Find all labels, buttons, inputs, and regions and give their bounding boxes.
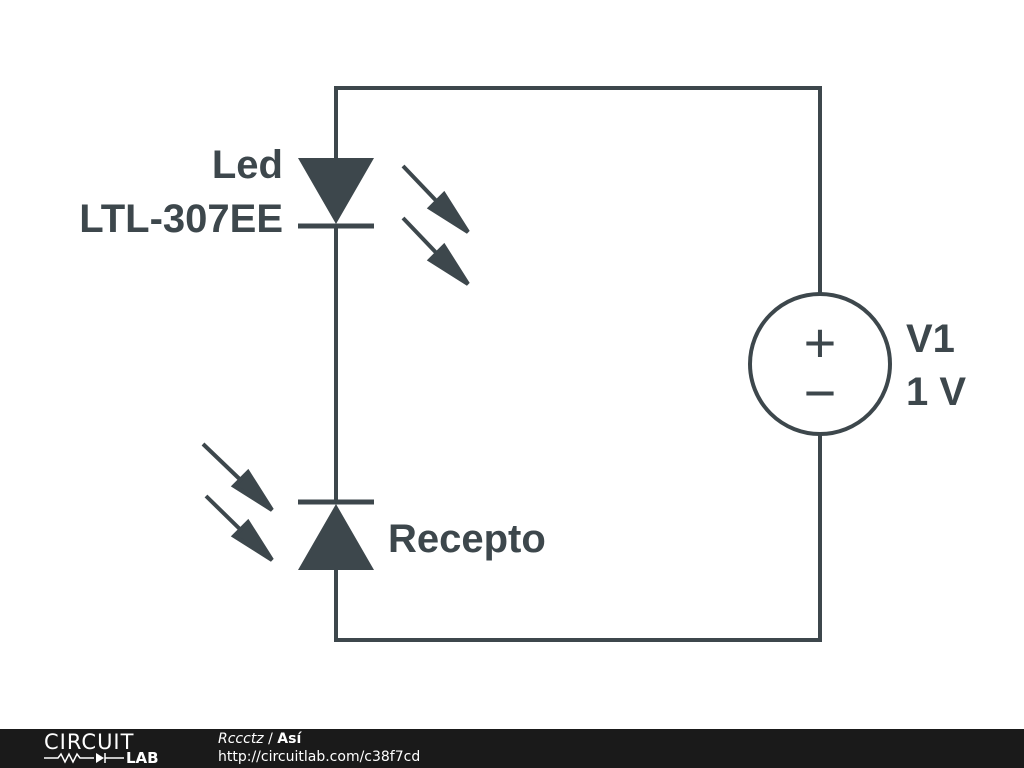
- circuit-title[interactable]: Así: [277, 731, 302, 747]
- footer-bar: CIRCUIT LAB Rccctz / Así http://circuitl…: [0, 729, 1024, 768]
- led-triangle: [298, 158, 374, 224]
- voltage-source-circle: [748, 292, 892, 436]
- circuit-attribution: Rccctz / Así: [218, 731, 301, 748]
- resistor-diode-logo-icon: [44, 752, 124, 764]
- voltage-source-plus: +: [804, 311, 837, 374]
- source-value-label: 1 V: [906, 370, 966, 414]
- author-link[interactable]: Rccctz: [218, 731, 264, 747]
- arrow-head-icon: [230, 518, 274, 562]
- voltage-source-minus: −: [804, 361, 837, 424]
- arrow-head-icon: [230, 468, 274, 512]
- receptor-diode: [298, 499, 374, 570]
- source-name-label: V1: [906, 317, 955, 361]
- led-part-label: LTL-307EE: [79, 197, 283, 241]
- led-diode: [298, 158, 374, 229]
- led-emission-arrows: [401, 164, 470, 286]
- receptor-name-label: Recepto: [388, 517, 546, 561]
- voltage-source: + −: [748, 292, 892, 436]
- brand-logo-top: CIRCUIT: [44, 730, 135, 754]
- arrow-head-icon: [426, 190, 470, 234]
- receptor-triangle: [298, 504, 374, 570]
- circuit-url[interactable]: http://circuitlab.com/c38f7cd: [218, 749, 421, 765]
- receptor-incoming-arrows: [201, 442, 274, 562]
- attribution-separator: /: [263, 731, 278, 747]
- led-name-label: Led: [212, 143, 283, 187]
- arrow-head-icon: [426, 242, 470, 286]
- brand-logo-bottom: LAB: [126, 749, 159, 767]
